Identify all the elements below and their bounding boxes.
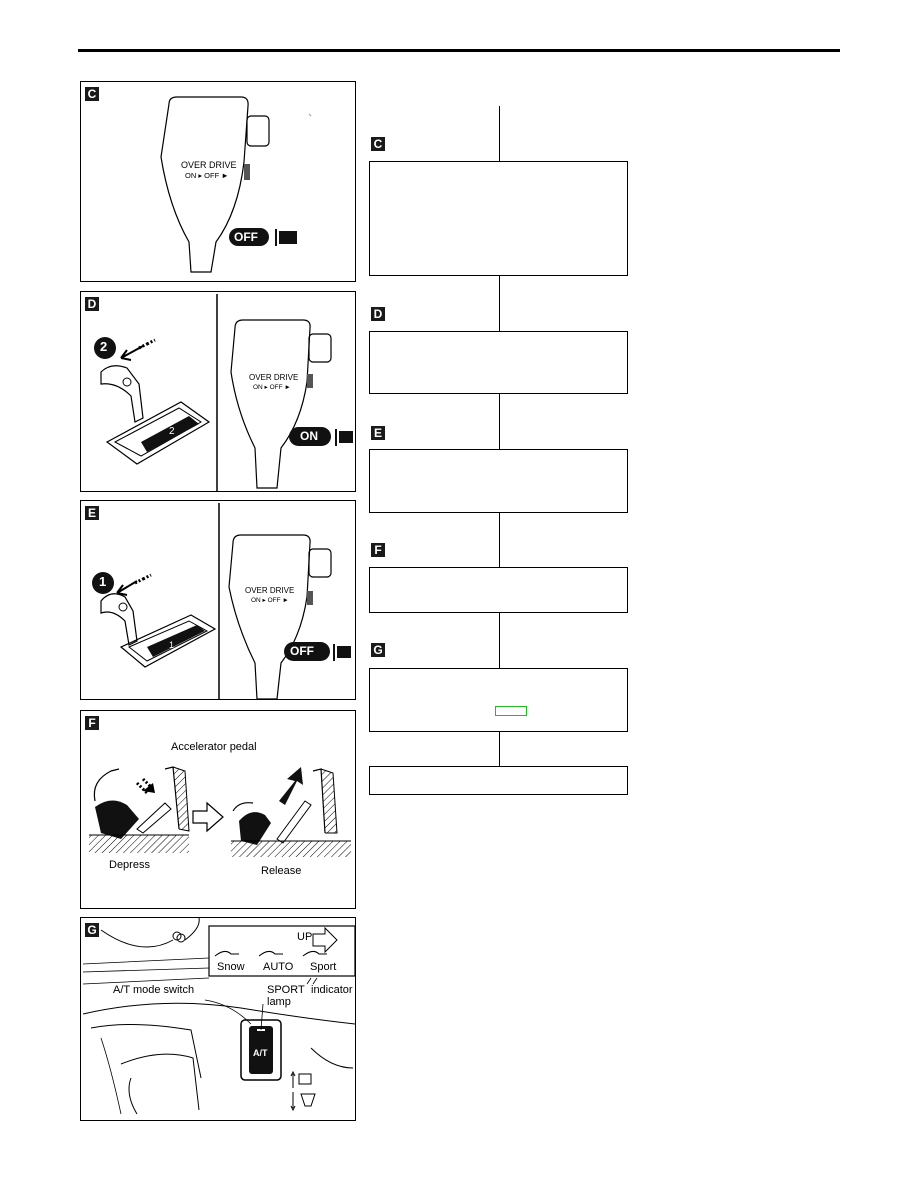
flow-box-c (369, 161, 628, 276)
flow-step-tag-f: F (371, 543, 385, 557)
flow-step-tag-e: E (371, 426, 385, 440)
figure-e-selector-drawing (92, 503, 351, 699)
figure-g-indicator-label: indicator (311, 984, 353, 996)
figure-c-lever-text-1: OVER DRIVE (181, 160, 237, 170)
flow-box-f (369, 567, 628, 613)
flow-connector-4 (499, 513, 500, 567)
figure-f-tag: F (85, 716, 99, 730)
figure-d-tag: D (85, 297, 99, 311)
flow-box-e (369, 449, 628, 513)
figure-d-lever-text-1: OVER DRIVE (249, 373, 299, 382)
figure-g-sport-lamp-label-1: SPORT (267, 984, 305, 996)
flow-box-end (369, 766, 628, 795)
flow-box-g-highlight (495, 706, 527, 716)
figure-f-release-label: Release (261, 865, 302, 877)
header-rule (78, 49, 840, 52)
flow-connector-5 (499, 613, 500, 668)
flow-connector-2 (499, 276, 500, 331)
figure-g-mode-auto: AUTO (263, 961, 294, 973)
figure-g-switch-text: A/T (253, 1048, 268, 1058)
figure-g-panel: G UP Snow AUTO Sport A/T mode switch SPO… (80, 917, 356, 1121)
figure-g-tag: G (85, 923, 99, 937)
flow-connector-1 (499, 106, 500, 161)
figure-d-gate-position: 2 (169, 426, 175, 437)
figure-c-panel: C OVER DRIVE ON ▸ OFF ► OFF (80, 81, 356, 282)
flow-connector-3 (499, 394, 500, 449)
figure-d-panel: D 2 2 OVER DRIVE ON ▸ OFF ► ON (80, 291, 356, 492)
flow-box-d (369, 331, 628, 394)
figure-e-lever-text-2: ON ▸ OFF ► (251, 597, 289, 604)
figure-c-lever-text-2: ON ▸ OFF ► (185, 171, 229, 180)
figure-d-overdrive-on-label: ON (300, 429, 318, 443)
figure-g-mode-switch-label: A/T mode switch (113, 984, 195, 996)
flow-step-tag-g: G (371, 643, 385, 657)
figure-g-dashboard-drawing (82, 918, 355, 1115)
figure-g-mode-sport: Sport (310, 961, 337, 973)
figure-e-lever-text-1: OVER DRIVE (245, 586, 295, 595)
figure-g-up-label: UP (297, 931, 313, 943)
figure-c-overdrive-off-label: OFF (234, 230, 258, 244)
figure-d-lever-text-2: ON ▸ OFF ► (253, 384, 291, 391)
flow-step-tag-d: D (371, 307, 385, 321)
figure-d-step-number: 2 (100, 339, 108, 354)
figure-f-pedal-drawing (89, 766, 351, 857)
figure-c-tag: C (85, 87, 99, 101)
figure-f-pedal-title: Accelerator pedal (171, 741, 257, 753)
flow-connector-6 (499, 732, 500, 766)
figure-e-overdrive-off-label: OFF (290, 644, 314, 658)
figure-g-sport-lamp-label-2: lamp (267, 996, 291, 1008)
flow-box-g (369, 668, 628, 732)
figure-f-panel: F Accelerator pedal Depress Release (80, 710, 356, 909)
figure-c-shift-knob-drawing (160, 96, 312, 273)
figure-e-panel: E 1 1 OVER DRIVE ON ▸ OFF ► OFF (80, 500, 356, 700)
figure-e-step-number: 1 (99, 574, 107, 589)
figure-f-depress-label: Depress (109, 859, 150, 871)
figure-d-selector-drawing (94, 294, 353, 491)
figure-e-tag: E (85, 506, 99, 520)
figure-e-gate-position: 1 (169, 640, 175, 650)
figure-g-mode-snow: Snow (217, 961, 245, 973)
flow-step-tag-c: C (371, 137, 385, 151)
